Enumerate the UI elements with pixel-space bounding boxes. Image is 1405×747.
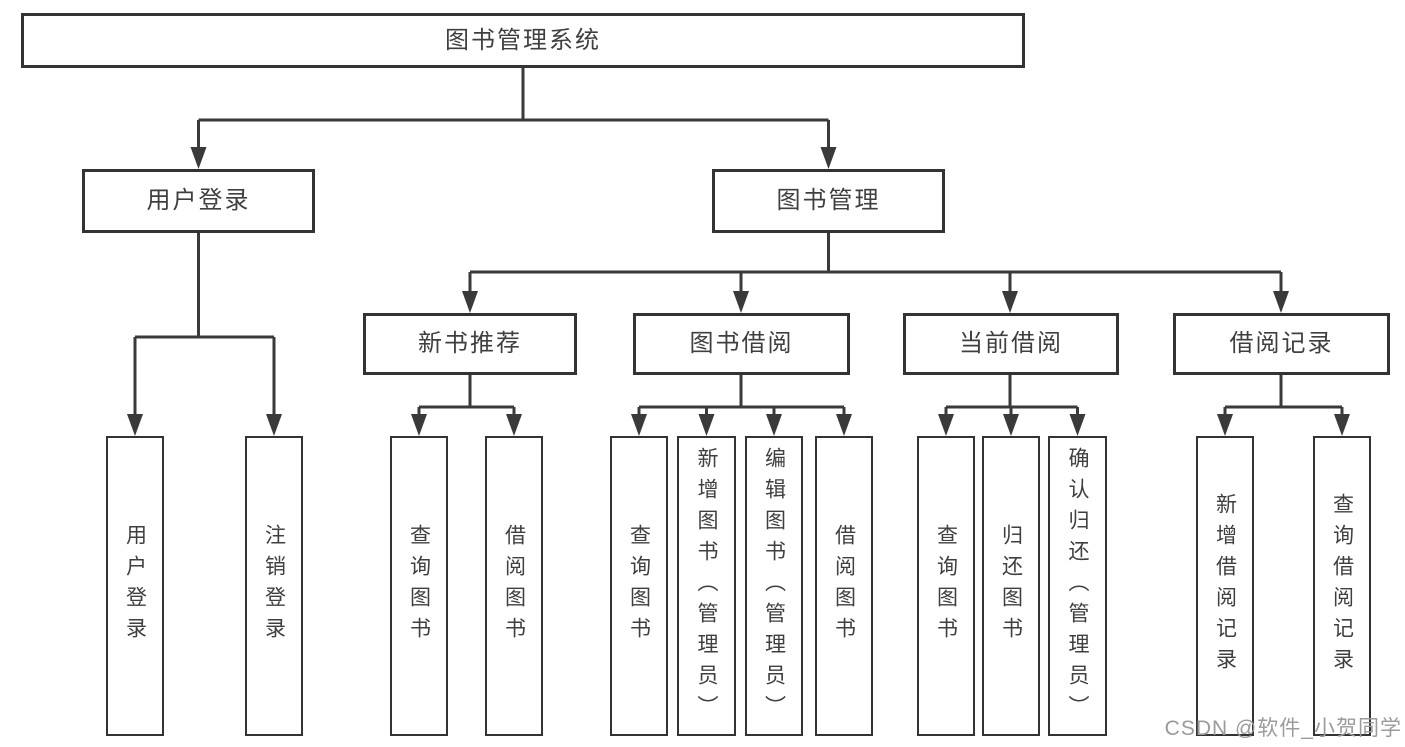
arrow-down-icon [733, 291, 749, 313]
arrow-down-icon [506, 414, 522, 436]
leaf-query-borrow-record: 查询借阅记录 [1313, 436, 1371, 736]
arrow-down-icon [1217, 414, 1233, 436]
arrow-down-icon [1334, 414, 1350, 436]
arrow-down-icon [938, 414, 954, 436]
connector-user-login-to-leaves [133, 233, 276, 418]
leaf-logout-label: 注销登录 [262, 524, 286, 648]
leaf-query-borrow-record-label: 查询借阅记录 [1330, 493, 1354, 679]
connector-root-to-level2 [197, 68, 830, 151]
connector-new-book-recommend-to-leaves [417, 375, 516, 418]
node-user-login-label: 用户登录 [146, 187, 251, 214]
leaf-user-login: 用户登录 [106, 436, 164, 736]
leaf-add-borrow-record-label: 新增借阅记录 [1213, 493, 1237, 679]
leaf-add-book-admin-label: 新增图书（管理员） [695, 446, 718, 726]
node-user-login: 用户登录 [82, 169, 315, 233]
arrow-down-icon [1002, 291, 1018, 313]
leaf-confirm-return-admin: 确认归还（管理员） [1048, 436, 1107, 736]
leaf-add-borrow-record: 新增借阅记录 [1196, 436, 1254, 736]
arrow-down-icon [698, 414, 715, 436]
node-new-book-recommend: 新书推荐 [363, 313, 577, 375]
leaf-return-book: 归还图书 [982, 436, 1040, 736]
node-root: 图书管理系统 [21, 13, 1025, 68]
node-current-borrow: 当前借阅 [903, 313, 1119, 375]
arrow-down-icon [190, 147, 207, 169]
arrow-down-icon [127, 414, 143, 436]
leaf-user-login-label: 用户登录 [123, 524, 147, 648]
leaf-return-book-label: 归还图书 [999, 524, 1023, 648]
arrow-down-icon [631, 414, 647, 436]
node-book-borrow: 图书借阅 [633, 313, 850, 375]
leaf-query-book-2-label: 查询图书 [627, 524, 651, 648]
leaf-borrow-book-2-label: 借阅图书 [832, 524, 856, 648]
leaf-query-book-2: 查询图书 [610, 436, 668, 736]
node-book-management: 图书管理 [712, 169, 945, 233]
leaf-query-book-3-label: 查询图书 [934, 524, 958, 648]
node-new-book-recommend-label: 新书推荐 [418, 330, 522, 357]
leaf-query-book-1: 查询图书 [390, 436, 448, 736]
arrow-down-icon [1003, 414, 1019, 436]
arrow-down-icon [766, 414, 782, 436]
csdn-watermark: CSDN @软件_小贺同学 [1164, 717, 1402, 740]
node-book-borrow-label: 图书借阅 [689, 330, 794, 357]
leaf-query-book-3: 查询图书 [917, 436, 975, 736]
arrow-down-icon [266, 414, 282, 436]
leaf-add-book-admin: 新增图书（管理员） [677, 436, 736, 736]
arrow-down-icon [836, 414, 852, 436]
connector-current-borrow-to-leaves [944, 375, 1079, 418]
arrow-down-icon [1069, 414, 1086, 436]
connector-borrow-records-to-leaves [1223, 375, 1344, 418]
node-borrow-records-label: 借阅记录 [1229, 330, 1334, 357]
node-borrow-records: 借阅记录 [1173, 313, 1390, 375]
arrow-down-icon [1273, 291, 1289, 313]
node-current-borrow-label: 当前借阅 [959, 330, 1063, 357]
leaf-logout: 注销登录 [245, 436, 303, 736]
node-root-label: 图书管理系统 [445, 26, 601, 54]
leaf-edit-book-admin-label: 编辑图书（管理员） [762, 446, 786, 726]
arrow-down-icon [411, 414, 427, 436]
leaf-borrow-book-1-label: 借阅图书 [502, 524, 526, 648]
leaf-borrow-book-2: 借阅图书 [815, 436, 873, 736]
node-book-management-label: 图书管理 [776, 187, 881, 214]
arrow-down-icon [820, 147, 837, 169]
leaf-confirm-return-admin-label: 确认归还（管理员） [1066, 446, 1089, 726]
leaf-edit-book-admin: 编辑图书（管理员） [745, 436, 803, 736]
leaf-query-book-1-label: 查询图书 [407, 524, 431, 648]
arrow-down-icon [462, 291, 478, 313]
connector-book-borrow-to-leaves [637, 375, 846, 418]
leaf-borrow-book-1: 借阅图书 [485, 436, 543, 736]
connector-book-management-to-level3 [468, 233, 1283, 295]
